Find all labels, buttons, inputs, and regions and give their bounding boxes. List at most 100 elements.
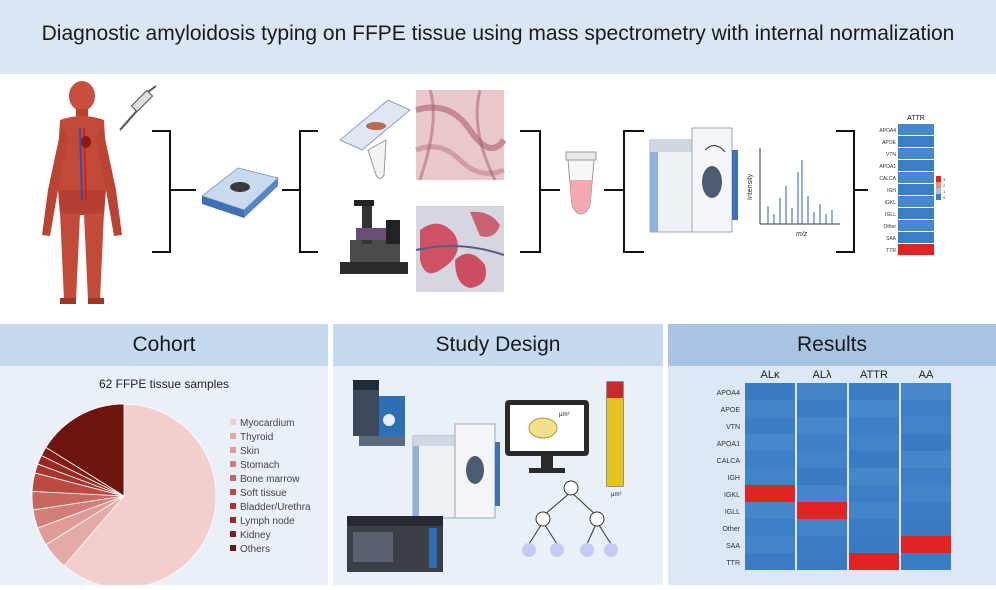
legend-swatch <box>230 517 236 523</box>
mini-heatmap-row-label: SAA <box>886 236 897 242</box>
heatmap-column-label: ALλ <box>813 369 832 381</box>
study-design-title: Study Design <box>333 324 663 366</box>
heatmap-cell <box>745 502 795 519</box>
heatmap-cell <box>797 553 847 570</box>
mini-heatmap-row-label: Other <box>883 224 896 230</box>
mini-heatmap-cell <box>898 160 934 171</box>
scale-tick: 1 <box>943 189 946 194</box>
heatmap-row-label: APOE <box>721 407 741 414</box>
bar-unit-label: µm² <box>611 492 621 498</box>
microscope-icon <box>340 200 408 274</box>
legend-swatch <box>230 447 236 453</box>
heatmap-cell <box>849 400 899 417</box>
results-title: Results <box>668 324 996 366</box>
heatmap-cell <box>849 434 899 451</box>
heatmap-cell <box>901 519 951 536</box>
study-design-body: µm² µm² <box>333 366 663 585</box>
cohort-pie-chart: 62 FFPE tissue samples MyocardiumThyroid… <box>31 377 311 589</box>
mass-spectrometer-icon <box>649 127 738 233</box>
legend-label: Others <box>240 544 270 555</box>
scale-tick: 2 <box>943 183 946 188</box>
heatmap-cell <box>797 383 847 400</box>
mini-heatmap-column-label: ATTR <box>907 115 925 122</box>
mini-heatmap: ATTR APOA4APOEVTNAPOA1CALCAIGHIGKLIGLLOt… <box>879 115 946 255</box>
heatmap-cell <box>745 417 795 434</box>
legend-label: Skin <box>240 446 259 457</box>
heatmap-cell <box>797 400 847 417</box>
lc-instrument-icon <box>353 380 405 446</box>
legend-swatch <box>230 503 236 509</box>
heatmap-row-label: VTN <box>726 424 740 431</box>
heatmap-cell <box>849 553 899 570</box>
monitor-icon: µm² <box>505 400 589 473</box>
heatmap-cell <box>901 468 951 485</box>
mini-heatmap-row-label: APOE <box>882 140 897 146</box>
mini-heatmap-cell <box>898 172 934 183</box>
mini-heatmap-row-label: APOA1 <box>879 164 896 170</box>
heatmap-cell <box>745 383 795 400</box>
sample-tube-icon <box>565 151 597 215</box>
mass-spectrum-chart: Intensity m/z <box>747 148 840 238</box>
heatmap-row-label: IGH <box>728 475 740 482</box>
heatmap-cell <box>849 519 899 536</box>
mass-spectrometer-icon <box>412 423 500 519</box>
scale-tick: 0 <box>943 195 946 200</box>
heatmap-cell <box>797 417 847 434</box>
heatmap-cell <box>745 400 795 417</box>
mini-heatmap-row-label: TTR <box>886 248 896 254</box>
heatmap-row-label: IGKL <box>724 492 740 499</box>
sample-prep-instrument-icon <box>347 516 443 572</box>
tissue-block-icon <box>200 167 280 218</box>
mini-heatmap-cell <box>898 244 934 255</box>
normalization-bar-icon: µm² <box>606 381 624 498</box>
heatmap-cell <box>849 536 899 553</box>
heatmap-row-label: APOA4 <box>717 390 740 397</box>
legend-swatch <box>230 489 236 495</box>
legend-label: Bone marrow <box>240 474 300 485</box>
heatmap-cell <box>901 485 951 502</box>
workflow-diagram: Intensity m/z ATTR APOA4APOEVTNAPOA1CALC… <box>42 81 946 304</box>
heatmap-cell <box>901 553 951 570</box>
legend-swatch <box>230 419 236 425</box>
heatmap-cell <box>901 400 951 417</box>
heatmap-column-label: ALκ <box>761 369 780 381</box>
mini-heatmap-row-label: APOA4 <box>879 128 896 134</box>
mini-heatmap-cell <box>898 124 934 135</box>
legend-swatch <box>230 433 236 439</box>
mini-heatmap-cell <box>898 232 934 243</box>
heatmap-cell <box>901 502 951 519</box>
mini-heatmap-cell <box>898 136 934 147</box>
heatmap-cell <box>797 536 847 553</box>
heatmap-cell <box>849 417 899 434</box>
mini-heatmap-cell <box>898 184 934 195</box>
decision-tree-icon <box>522 480 618 557</box>
heatmap-cell <box>849 502 899 519</box>
histology-image-top <box>415 89 507 181</box>
spectrum-ylabel: Intensity <box>747 173 754 200</box>
heatmap-column-label: ATTR <box>860 369 888 381</box>
mini-heatmap-cell <box>898 208 934 219</box>
heatmap-cell <box>745 468 795 485</box>
heatmap-cell <box>797 468 847 485</box>
legend-label: Lymph node <box>240 516 295 527</box>
heatmap-cell <box>745 451 795 468</box>
syringe-icon <box>119 85 157 131</box>
mini-heatmap-row-label: IGKL <box>885 200 897 206</box>
cohort-subtitle: 62 FFPE tissue samples <box>99 377 229 391</box>
legend-label: Myocardium <box>240 418 294 429</box>
heatmap-cell <box>797 502 847 519</box>
mini-heatmap-cell <box>898 148 934 159</box>
legend-label: Soft tissue <box>240 488 287 499</box>
heatmap-cell <box>849 383 899 400</box>
heatmap-row-label: IGLL <box>725 509 740 516</box>
human-body-illustration <box>42 81 122 304</box>
heatmap-column-label: AA <box>919 369 934 381</box>
heatmap-cell <box>745 485 795 502</box>
legend-swatch <box>230 545 236 551</box>
mini-heatmap-row-label: CALCA <box>879 176 896 182</box>
legend-label: Stomach <box>240 460 279 471</box>
heatmap-cell <box>797 434 847 451</box>
pie-slice <box>45 403 125 497</box>
